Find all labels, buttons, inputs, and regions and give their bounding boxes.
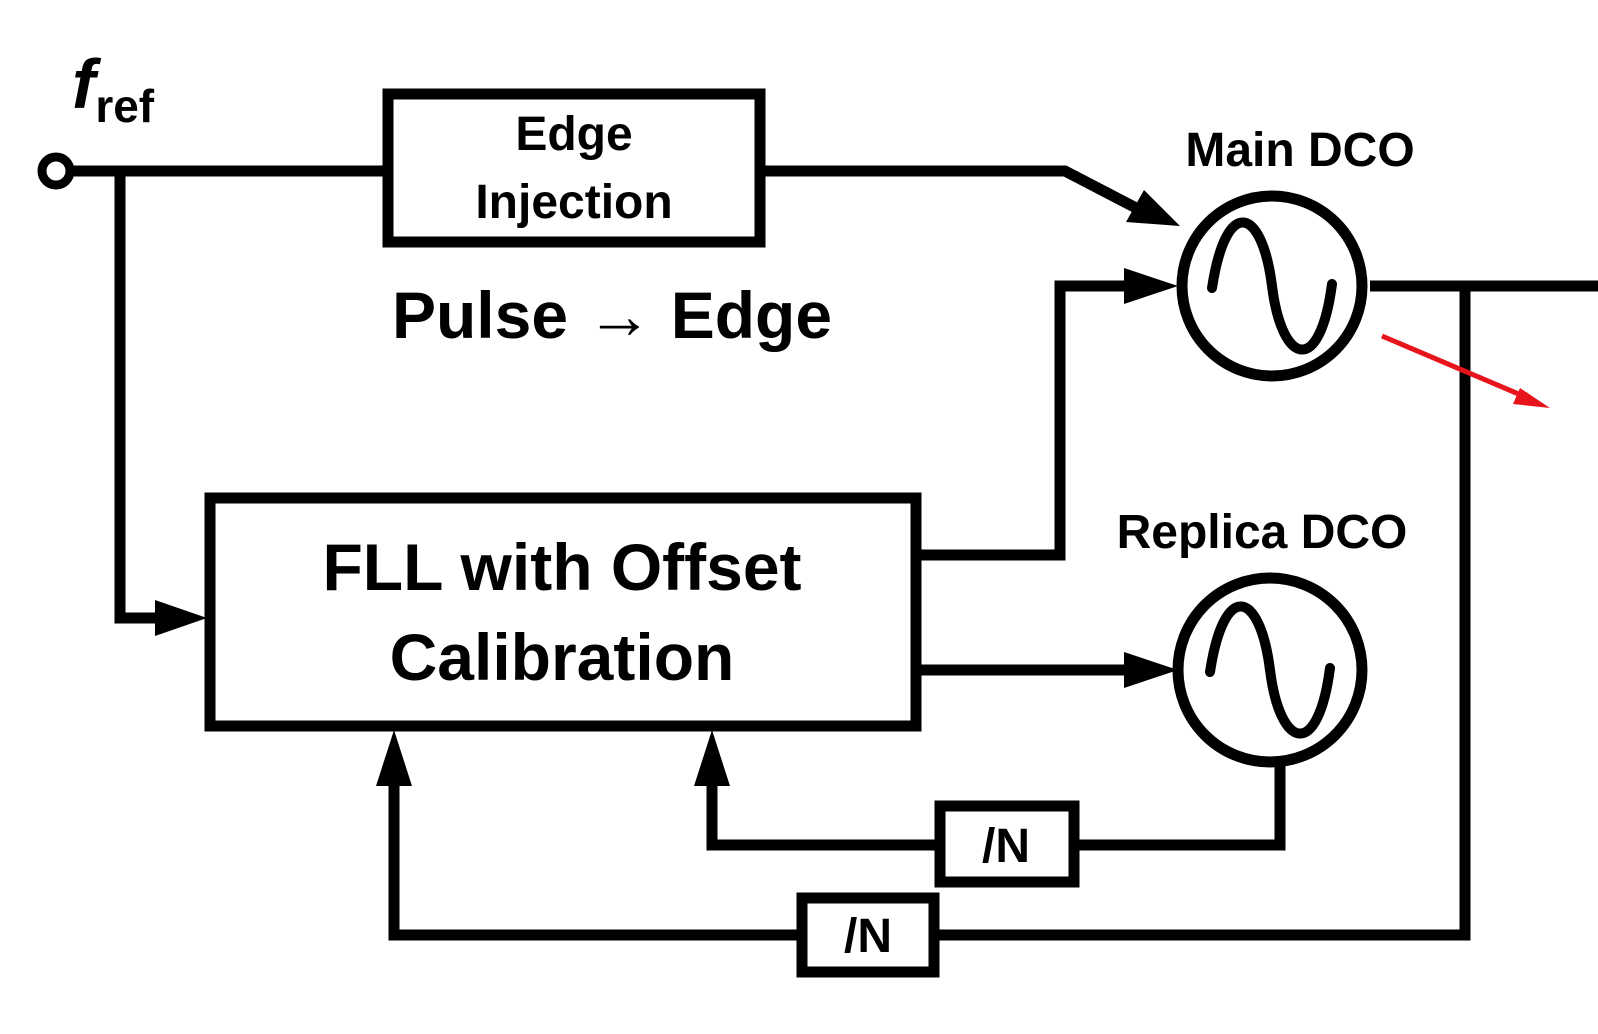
arrowhead-fll-to-replica-dco	[1124, 652, 1178, 688]
arrowhead-main-feedback-to-fll	[376, 730, 412, 786]
main-dco-label: Main DCO	[1185, 124, 1414, 177]
wire-main-feedback	[934, 286, 1471, 941]
highlight-arrow-line	[1381, 333, 1529, 401]
wire-ref-to-fll	[114, 171, 160, 624]
ref-input-label: fref	[72, 45, 155, 132]
wire-replica-feedback-to-fll	[706, 785, 940, 851]
pulse-to-edge-note: Pulse → Edge	[392, 278, 832, 352]
fll-label-line2: Calibration	[390, 620, 735, 694]
wire-main-feedback-to-fll	[388, 785, 802, 941]
arrowhead-fll-to-main-dco	[1124, 268, 1178, 304]
replica-divider-block	[934, 800, 1080, 888]
ref-subscript: ref	[95, 80, 154, 132]
arrowhead-edge-injection-to-main-dco	[1126, 190, 1180, 226]
wire-edge-injection-to-main-dco	[760, 165, 1143, 215]
highlight-arrowhead	[1513, 388, 1550, 408]
wire-fll-to-main-dco	[916, 280, 1128, 561]
replica-dco-oscillator-icon	[1172, 572, 1368, 768]
wire-replica-feedback	[1074, 762, 1286, 851]
arrowhead-ref-to-fll	[155, 600, 207, 636]
arrowhead-replica-feedback-to-fll	[694, 730, 730, 786]
fll-block	[204, 492, 922, 732]
ref-input-terminal	[37, 152, 75, 190]
replica-dco-label: Replica DCO	[1117, 506, 1408, 559]
fll-label-line1: FLL with Offset	[322, 530, 801, 604]
edge-injection-label-line1: Edge	[515, 108, 632, 161]
edge-injection-label-line2: Injection	[475, 176, 672, 229]
main-divider-label: /N	[844, 910, 892, 963]
edge-injection-block	[382, 88, 766, 248]
main-dco-oscillator-icon	[1176, 190, 1368, 382]
main-divider-block	[796, 892, 940, 978]
replica-divider-label: /N	[982, 820, 1030, 873]
